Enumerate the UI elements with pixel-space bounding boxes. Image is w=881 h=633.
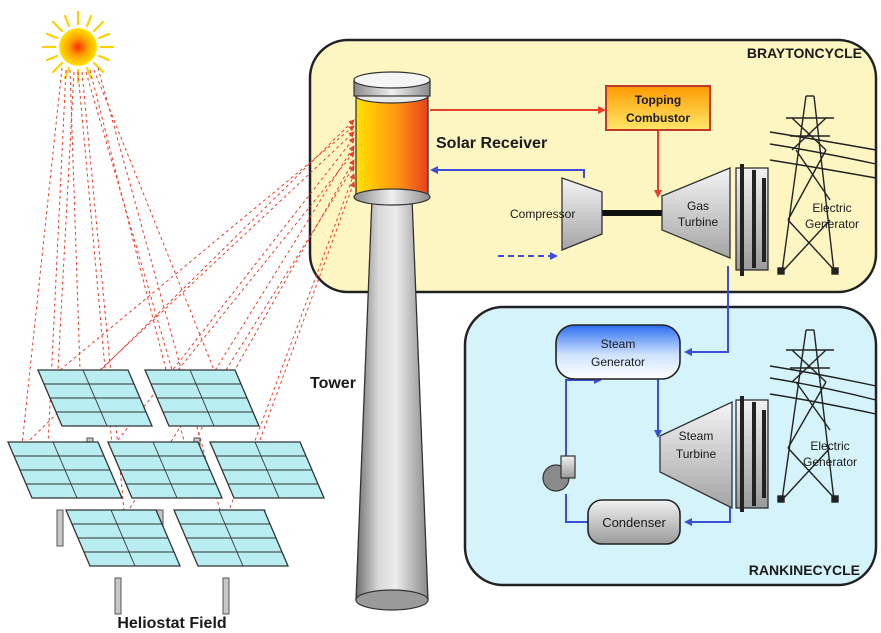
electric-generator-bottom-label: Electric Generator <box>803 439 857 469</box>
heliostat-field-label: Heliostat Field <box>117 615 226 632</box>
svg-text:Condenser: Condenser <box>602 515 666 530</box>
svg-text:Gas: Gas <box>687 199 709 213</box>
compressor: Compressor <box>510 177 603 251</box>
brayton-cycle-panel: BRAYTONCYCLE <box>308 38 878 294</box>
gas-turbine: Gas Turbine <box>661 167 731 259</box>
brayton-generator-rotor <box>735 164 769 276</box>
svg-text:Steam: Steam <box>679 429 714 443</box>
transmission-tower-icon <box>769 95 877 275</box>
svg-text:Generator: Generator <box>591 355 645 369</box>
svg-text:Topping: Topping <box>635 93 681 107</box>
rankine-cycle-title: RANKINECYCLE <box>749 562 860 578</box>
svg-text:Turbine: Turbine <box>676 447 717 461</box>
svg-text:Electric: Electric <box>812 201 851 215</box>
svg-text:Electric: Electric <box>810 439 849 453</box>
transmission-tower-icon <box>769 329 877 503</box>
heliostat <box>65 509 181 615</box>
tower-label: Tower <box>310 375 356 392</box>
shaft <box>602 210 662 216</box>
svg-text:Generator: Generator <box>805 217 859 231</box>
svg-text:Combustor: Combustor <box>626 111 690 125</box>
topping-combustor: Topping Combustor <box>605 85 711 131</box>
svg-text:Compressor: Compressor <box>510 207 575 221</box>
pump-icon <box>542 455 576 492</box>
brayton-flows <box>430 106 729 356</box>
sun-icon <box>41 10 115 84</box>
svg-text:Steam: Steam <box>601 337 636 351</box>
electric-generator-top-label: Electric Generator <box>805 201 859 231</box>
tower <box>353 71 431 611</box>
solar-receiver <box>355 95 429 197</box>
heliostat-field <box>7 369 325 615</box>
solar-receiver-label: Solar Receiver <box>436 135 547 152</box>
steam-generator: Steam Generator <box>555 324 681 380</box>
condenser: Condenser <box>587 499 681 545</box>
svg-text:Turbine: Turbine <box>678 215 719 229</box>
brayton-cycle-title: BRAYTONCYCLE <box>747 45 862 61</box>
reflected-rays <box>29 119 356 509</box>
steam-turbine: Steam Turbine <box>659 400 733 510</box>
svg-text:Generator: Generator <box>803 455 857 469</box>
rankine-generator-rotor <box>735 396 769 512</box>
heliostat <box>173 509 289 615</box>
